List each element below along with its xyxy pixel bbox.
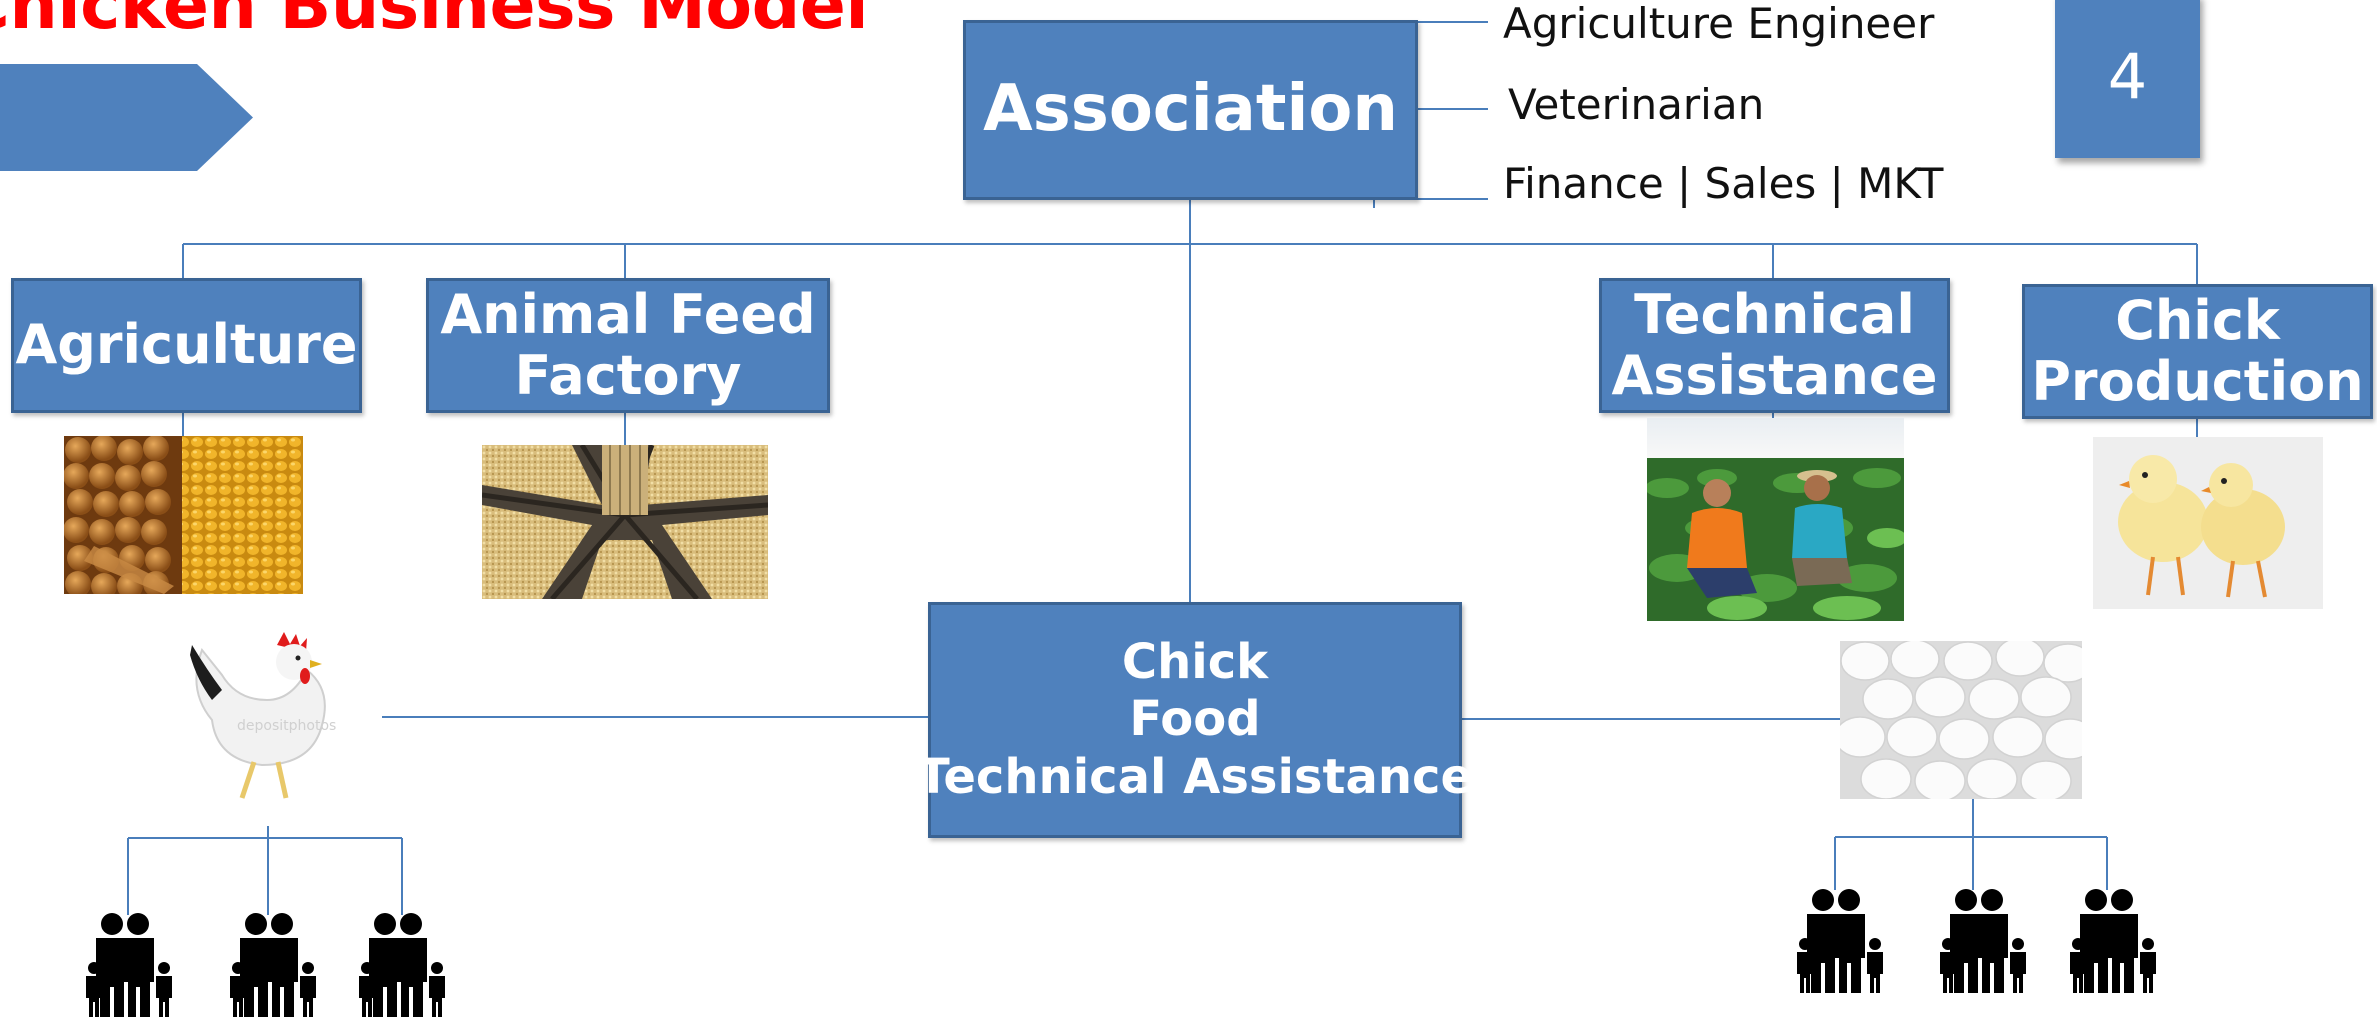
- agriculture-label: Agriculture: [15, 313, 358, 377]
- center-line1: Chick: [1121, 633, 1269, 690]
- technical-assistance-box: Technical Assistance: [1599, 278, 1950, 413]
- hen-photo: depositphotos: [182, 630, 352, 805]
- chick-production-line1: Chick: [2115, 289, 2280, 353]
- family-icon: [230, 913, 316, 1017]
- animal-feed-factory-line2: Factory: [514, 343, 742, 407]
- center-line3: Technical Assistance: [917, 748, 1474, 805]
- role-finance-sales-mkt: Finance | Sales | MKT: [1503, 159, 1944, 208]
- chicks-photo: [2093, 437, 2323, 609]
- family-icon: [1797, 889, 1883, 993]
- family-icon: [2070, 889, 2156, 993]
- center-box: Chick Food Technical Assistance: [917, 602, 1473, 838]
- association-label: Association: [983, 72, 1398, 147]
- farmers-field-photo: [1647, 418, 1904, 621]
- watermark-text: depositphotos: [237, 718, 336, 734]
- slide-title: Chicken Business Model: [0, 0, 869, 45]
- family-icon: [359, 913, 445, 1017]
- chick-production-box: Chick Production: [2022, 284, 2373, 419]
- soybeans-corn-photo: [64, 436, 303, 594]
- association-box: Association: [963, 20, 1418, 200]
- page-number: 4: [2107, 39, 2148, 113]
- page-number-badge: 4: [2055, 0, 2200, 158]
- animal-feed-factory-box: Animal Feed Factory: [426, 278, 830, 413]
- chick-production-line2: Production: [2031, 349, 2364, 413]
- chevron-shape: [0, 64, 253, 171]
- role-veterinarian: Veterinarian: [1508, 80, 1765, 129]
- center-line2: Food: [1129, 691, 1261, 748]
- animal-feed-factory-line1: Animal Feed: [440, 283, 816, 347]
- role-agriculture-engineer: Agriculture Engineer: [1503, 0, 1935, 48]
- agriculture-box: Agriculture: [11, 278, 362, 413]
- technical-assistance-line2: Assistance: [1611, 343, 1938, 407]
- technical-assistance-line1: Technical: [1634, 283, 1915, 347]
- feed-factory-photo: [482, 445, 768, 599]
- eggs-photo: [1840, 641, 2082, 799]
- family-icon: [1940, 889, 2026, 993]
- family-icon: [86, 913, 172, 1017]
